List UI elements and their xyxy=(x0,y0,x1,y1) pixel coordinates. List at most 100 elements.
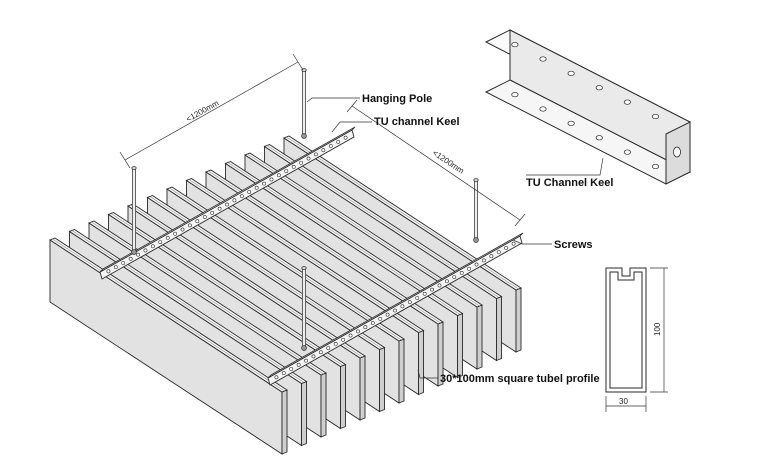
tu-channel-keel-detail-label: TU Channel Keel xyxy=(526,177,613,189)
keel-hole xyxy=(188,223,192,228)
screw xyxy=(301,345,307,351)
keel-hole xyxy=(343,135,348,140)
keel-hole xyxy=(348,333,353,338)
pole-rod xyxy=(302,69,306,137)
keel-hole xyxy=(173,231,178,236)
screw xyxy=(473,237,479,243)
keel-hole xyxy=(150,244,155,249)
tube-end-face xyxy=(496,295,502,362)
detail-hole xyxy=(651,163,660,170)
tube-end-face xyxy=(359,355,366,421)
keel-hole xyxy=(422,291,427,296)
detail-hole xyxy=(623,149,631,155)
keel-hole xyxy=(326,346,331,350)
keel-hole xyxy=(284,169,289,173)
keel-hole xyxy=(459,271,464,275)
screw xyxy=(131,249,137,255)
keel-hole xyxy=(217,206,222,211)
keel-hole xyxy=(136,252,140,257)
detail-hole xyxy=(651,113,660,120)
keel-hole xyxy=(444,279,449,284)
keel-hole xyxy=(274,375,279,380)
keel-hole xyxy=(378,316,383,321)
keel-hole xyxy=(281,371,286,376)
tube-profile-label: 30*100mm square tubel profile xyxy=(440,373,600,385)
profile-width-label: 30 xyxy=(619,397,628,406)
tube-slot-line xyxy=(52,238,285,392)
keel-hole xyxy=(496,250,501,254)
detail-end-hole xyxy=(673,146,681,158)
keel-hole xyxy=(311,354,316,359)
keel-hole xyxy=(314,152,318,157)
pole-rod xyxy=(132,167,136,253)
keel-hole xyxy=(202,215,207,219)
keel-hole xyxy=(318,350,323,355)
detail-hole xyxy=(539,56,547,62)
span-a-label: <1200mm xyxy=(185,98,221,123)
callout-leaders xyxy=(306,97,604,379)
keel-hole xyxy=(370,321,375,325)
tube-slot-line xyxy=(71,230,305,383)
keel-hole xyxy=(289,367,294,371)
detail-hole xyxy=(595,135,603,141)
keel-hole xyxy=(356,329,360,334)
keel-hole xyxy=(415,296,420,300)
keel-hole xyxy=(262,181,266,186)
keel-hole xyxy=(489,254,494,259)
keel-hole xyxy=(385,312,390,317)
keel-hole xyxy=(210,210,215,215)
tu-channel-keels xyxy=(99,126,524,386)
tube-end-face xyxy=(398,338,405,404)
keel-hole xyxy=(511,241,516,246)
tube-end-face xyxy=(457,312,463,379)
keel-hole xyxy=(239,194,244,199)
keel-top-flange xyxy=(267,232,524,379)
keel-hole xyxy=(296,362,301,367)
keel-hole xyxy=(467,266,472,271)
keel-hole xyxy=(333,342,338,346)
pole-cap xyxy=(131,166,137,170)
tube-end-face xyxy=(301,380,307,447)
hanging-pole-label: Hanging Pole xyxy=(362,93,432,105)
keel-hole xyxy=(336,139,341,144)
keel-hole xyxy=(407,300,412,305)
profile-cross-section: 100 30 xyxy=(605,267,668,412)
keel-hole xyxy=(113,265,118,270)
detail-hole xyxy=(539,106,547,112)
keel-hole xyxy=(504,245,509,250)
tu-channel-keel-detail-drawing xyxy=(484,29,692,185)
keel-hole xyxy=(165,236,170,240)
hanging-pole xyxy=(473,178,479,243)
keel-hole xyxy=(247,190,252,194)
hanging-pole xyxy=(301,266,307,351)
tube-end-face xyxy=(320,372,327,438)
detail-hole xyxy=(511,92,519,98)
keel-hole xyxy=(430,287,434,292)
detail-hole xyxy=(567,120,575,126)
keel-hole xyxy=(328,144,333,148)
pole-cap xyxy=(473,178,479,182)
keel-hole xyxy=(393,308,397,313)
keel-hole xyxy=(225,202,229,207)
tube-end-face xyxy=(476,304,483,370)
keel-hole xyxy=(232,198,237,203)
keel-hole xyxy=(306,156,311,161)
square-tube xyxy=(49,237,288,455)
keel-hole xyxy=(400,304,405,309)
tube-end-face xyxy=(340,363,346,430)
keel-hole xyxy=(437,283,442,288)
keel-hole xyxy=(121,261,126,265)
detail-hole xyxy=(595,85,603,91)
pole-cap xyxy=(301,266,307,270)
profile-height-label: 100 xyxy=(653,322,662,336)
tube-end-face xyxy=(281,389,288,455)
tube-slot-line xyxy=(227,162,461,315)
keel-hole xyxy=(304,358,308,363)
square-tube-profiles xyxy=(49,135,522,455)
keel-top-flange xyxy=(99,126,356,273)
tube-slot-line xyxy=(91,221,324,375)
tube-end-face xyxy=(515,287,522,353)
tube-end-face xyxy=(379,346,385,413)
keel-hole xyxy=(474,262,479,267)
keel-hole xyxy=(158,240,163,244)
